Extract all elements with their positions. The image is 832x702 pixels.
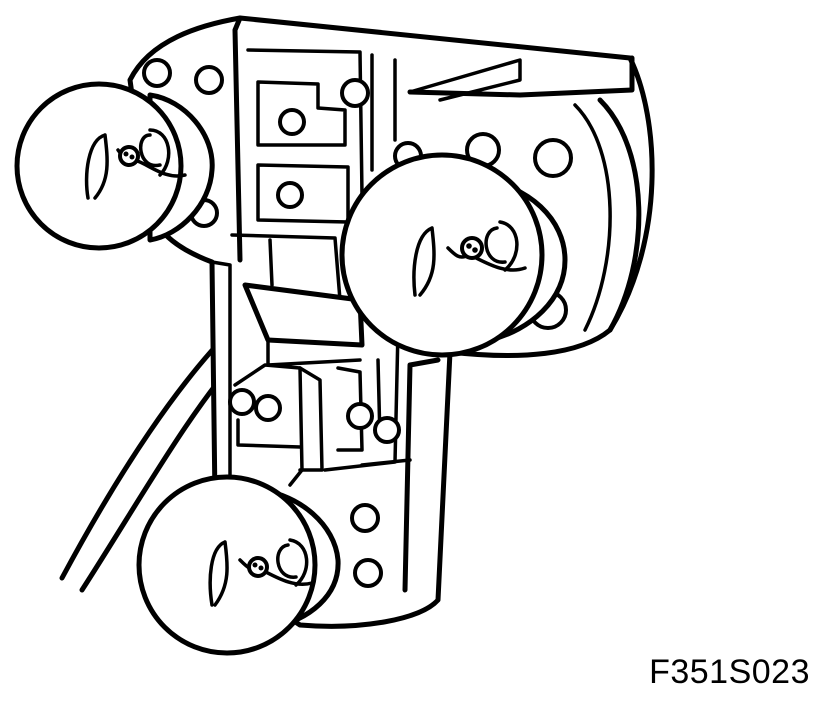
- bulb-middle-right: [339, 152, 568, 358]
- figure-code-label: F351S023: [649, 653, 810, 691]
- bulb-bottom: [136, 474, 341, 656]
- bulb-upper-left: [14, 81, 215, 251]
- contact-holes: [142, 58, 573, 588]
